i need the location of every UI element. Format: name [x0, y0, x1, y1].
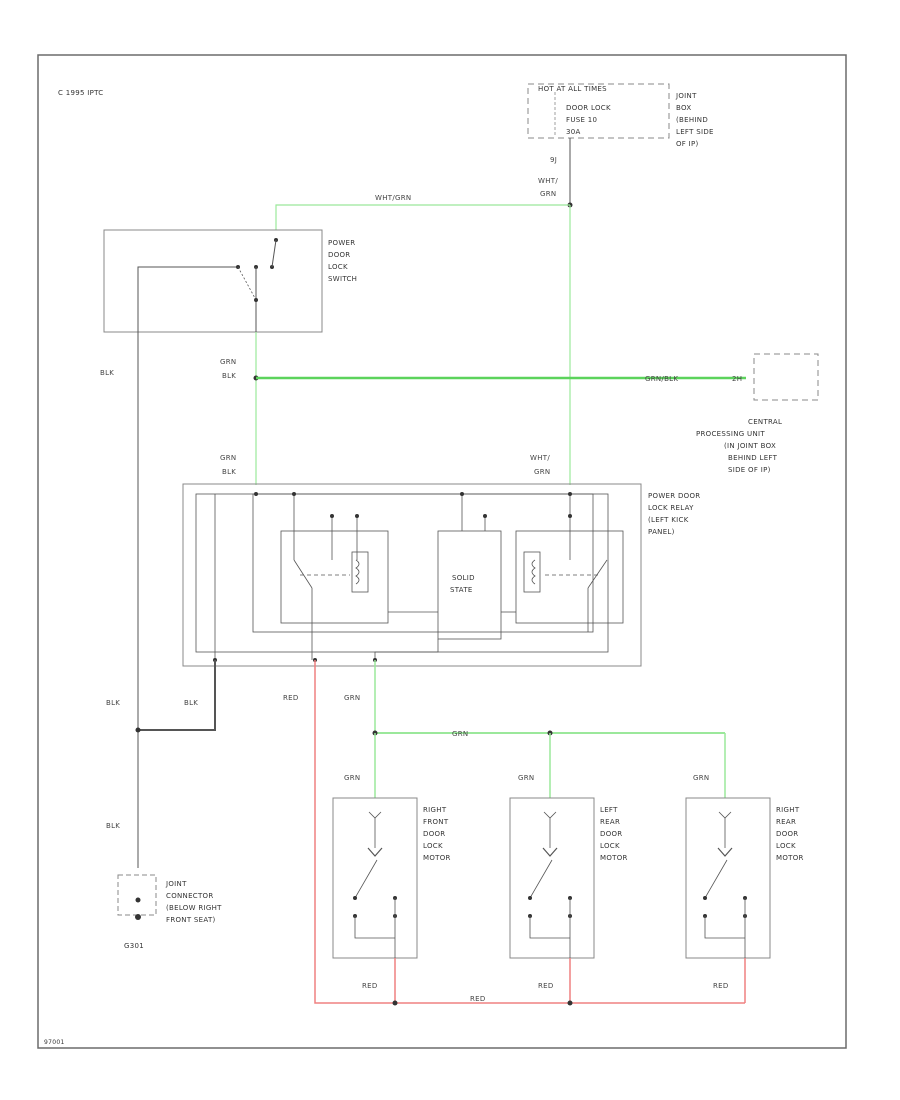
svg-text:REAR: REAR: [600, 818, 620, 826]
svg-text:CONNECTOR: CONNECTOR: [166, 892, 214, 900]
wire-label-grn-m1: GRN: [344, 774, 360, 782]
wire-label-red-m1: RED: [362, 982, 378, 990]
svg-text:DOOR: DOOR: [328, 251, 350, 259]
footer-code: 97001: [44, 1039, 65, 1046]
wire-label-grn-blk-switch-b: BLK: [222, 372, 236, 380]
diagram-frame: [37, 54, 847, 1049]
svg-text:FRONT SEAT): FRONT SEAT): [166, 916, 216, 924]
fuse-box-line-2: FUSE 10: [566, 116, 597, 124]
svg-text:PROCESSING UNIT: PROCESSING UNIT: [696, 430, 765, 438]
power-door-lock-switch: POWER DOOR LOCK SWITCH: [103, 229, 357, 333]
svg-text:SWITCH: SWITCH: [328, 275, 357, 283]
svg-text:JOINT: JOINT: [165, 880, 187, 888]
wire-label-wht-grn-top-a: WHT/: [538, 177, 558, 185]
wire-label-blk-low: BLK: [106, 822, 120, 830]
junction-red-1: [392, 1000, 398, 1006]
svg-text:MOTOR: MOTOR: [776, 854, 804, 862]
fuse-box-line-3: 30A: [566, 128, 581, 136]
svg-text:REAR: REAR: [776, 818, 796, 826]
fuse-box-line-1: DOOR LOCK: [566, 104, 611, 112]
wire-label-grn-relay: GRN: [344, 694, 360, 702]
svg-text:POWER: POWER: [328, 239, 355, 247]
motor-right-front: RIGHT FRONT DOOR LOCK MOTOR: [332, 797, 451, 959]
wire-label-red-m2: RED: [538, 982, 554, 990]
wire-label-grn-blk-relay-b: BLK: [222, 468, 236, 476]
svg-text:(BEHIND: (BEHIND: [676, 116, 708, 124]
svg-text:MOTOR: MOTOR: [423, 854, 451, 862]
ground-id: G301: [124, 942, 144, 950]
svg-text:LOCK RELAY: LOCK RELAY: [648, 504, 694, 512]
wire-label-grn-bus: GRN: [452, 730, 468, 738]
motor-left-rear: LEFT REAR DOOR LOCK MOTOR: [509, 797, 628, 959]
svg-text:LOCK: LOCK: [328, 263, 348, 271]
svg-text:RIGHT: RIGHT: [423, 806, 447, 814]
wire-label-grn-blk-cpu: GRN/BLK: [645, 375, 678, 383]
fuse-box-title: HOT AT ALL TIMES: [538, 85, 607, 93]
svg-text:JOINT: JOINT: [675, 92, 697, 100]
wire-label-grn-m2: GRN: [518, 774, 534, 782]
wire-label-red-bus: RED: [470, 995, 486, 1003]
wire-label-blk-mid-1: BLK: [106, 699, 120, 707]
svg-text:FRONT: FRONT: [423, 818, 449, 826]
svg-text:BEHIND LEFT: BEHIND LEFT: [728, 454, 778, 462]
cpu-pin-label: 2H: [732, 375, 742, 383]
svg-text:SIDE OF IP): SIDE OF IP): [728, 466, 771, 474]
svg-text:LEFT: LEFT: [600, 806, 618, 814]
wire-label-wht-grn-relay-a: WHT/: [530, 454, 550, 462]
svg-text:(LEFT KICK: (LEFT KICK: [648, 516, 689, 524]
wire-blk-relay: [138, 660, 216, 731]
junction-blk: [135, 727, 141, 733]
copyright-label: C 1995 IPTC: [58, 89, 104, 97]
central-processing-unit: CENTRAL PROCESSING UNIT (IN JOINT BOX BE…: [696, 353, 819, 474]
wire-red-main: [314, 660, 745, 1004]
junction-red-2: [567, 1000, 573, 1006]
wire-wht-grn-switch: [275, 204, 570, 230]
wire-label-red-m3: RED: [713, 982, 729, 990]
svg-text:SOLID: SOLID: [452, 574, 475, 582]
svg-text:LOCK: LOCK: [423, 842, 443, 850]
wire-label-red-relay: RED: [283, 694, 299, 702]
svg-text:(IN JOINT BOX: (IN JOINT BOX: [724, 442, 776, 450]
fuse-box-note: JOINT BOX (BEHIND LEFT SIDE OF IP): [675, 92, 714, 148]
svg-text:DOOR: DOOR: [600, 830, 622, 838]
svg-text:RIGHT: RIGHT: [776, 806, 800, 814]
svg-text:DOOR: DOOR: [776, 830, 798, 838]
svg-text:STATE: STATE: [450, 586, 473, 594]
power-door-lock-relay: SOLID STATE POWER DOOR LOCK RELAY (LEFT …: [182, 483, 700, 667]
motor-right-rear: RIGHT REAR DOOR LOCK MOTOR: [685, 797, 804, 959]
wire-label-blk-left: BLK: [100, 369, 114, 377]
svg-text:LOCK: LOCK: [600, 842, 620, 850]
wire-label-grn-m3: GRN: [693, 774, 709, 782]
wire-label-wht-grn-relay-b: GRN: [534, 468, 550, 476]
fuse-box: HOT AT ALL TIMES DOOR LOCK FUSE 10 30A: [527, 83, 670, 139]
svg-text:DOOR: DOOR: [423, 830, 445, 838]
ground-connector: JOINT CONNECTOR (BELOW RIGHT FRONT SEAT)…: [117, 874, 222, 950]
svg-text:PANEL): PANEL): [648, 528, 675, 536]
svg-text:POWER DOOR: POWER DOOR: [648, 492, 700, 500]
wire-label-grn-blk-relay-a: GRN: [220, 454, 236, 462]
svg-text:(BELOW RIGHT: (BELOW RIGHT: [166, 904, 222, 912]
svg-text:CENTRAL: CENTRAL: [748, 418, 782, 426]
wire-label-wht-grn-top-b: GRN: [540, 190, 556, 198]
svg-text:MOTOR: MOTOR: [600, 854, 628, 862]
svg-text:OF IP): OF IP): [676, 140, 699, 148]
wire-label-blk-mid-2: BLK: [184, 699, 198, 707]
wire-label-grn-blk-switch-a: GRN: [220, 358, 236, 366]
fuse-pin-label: 9J: [550, 156, 557, 164]
wire-label-wht-grn-run: WHT/GRN: [375, 194, 411, 202]
svg-text:BOX: BOX: [676, 104, 691, 112]
svg-text:LEFT SIDE: LEFT SIDE: [676, 128, 714, 136]
svg-text:LOCK: LOCK: [776, 842, 796, 850]
